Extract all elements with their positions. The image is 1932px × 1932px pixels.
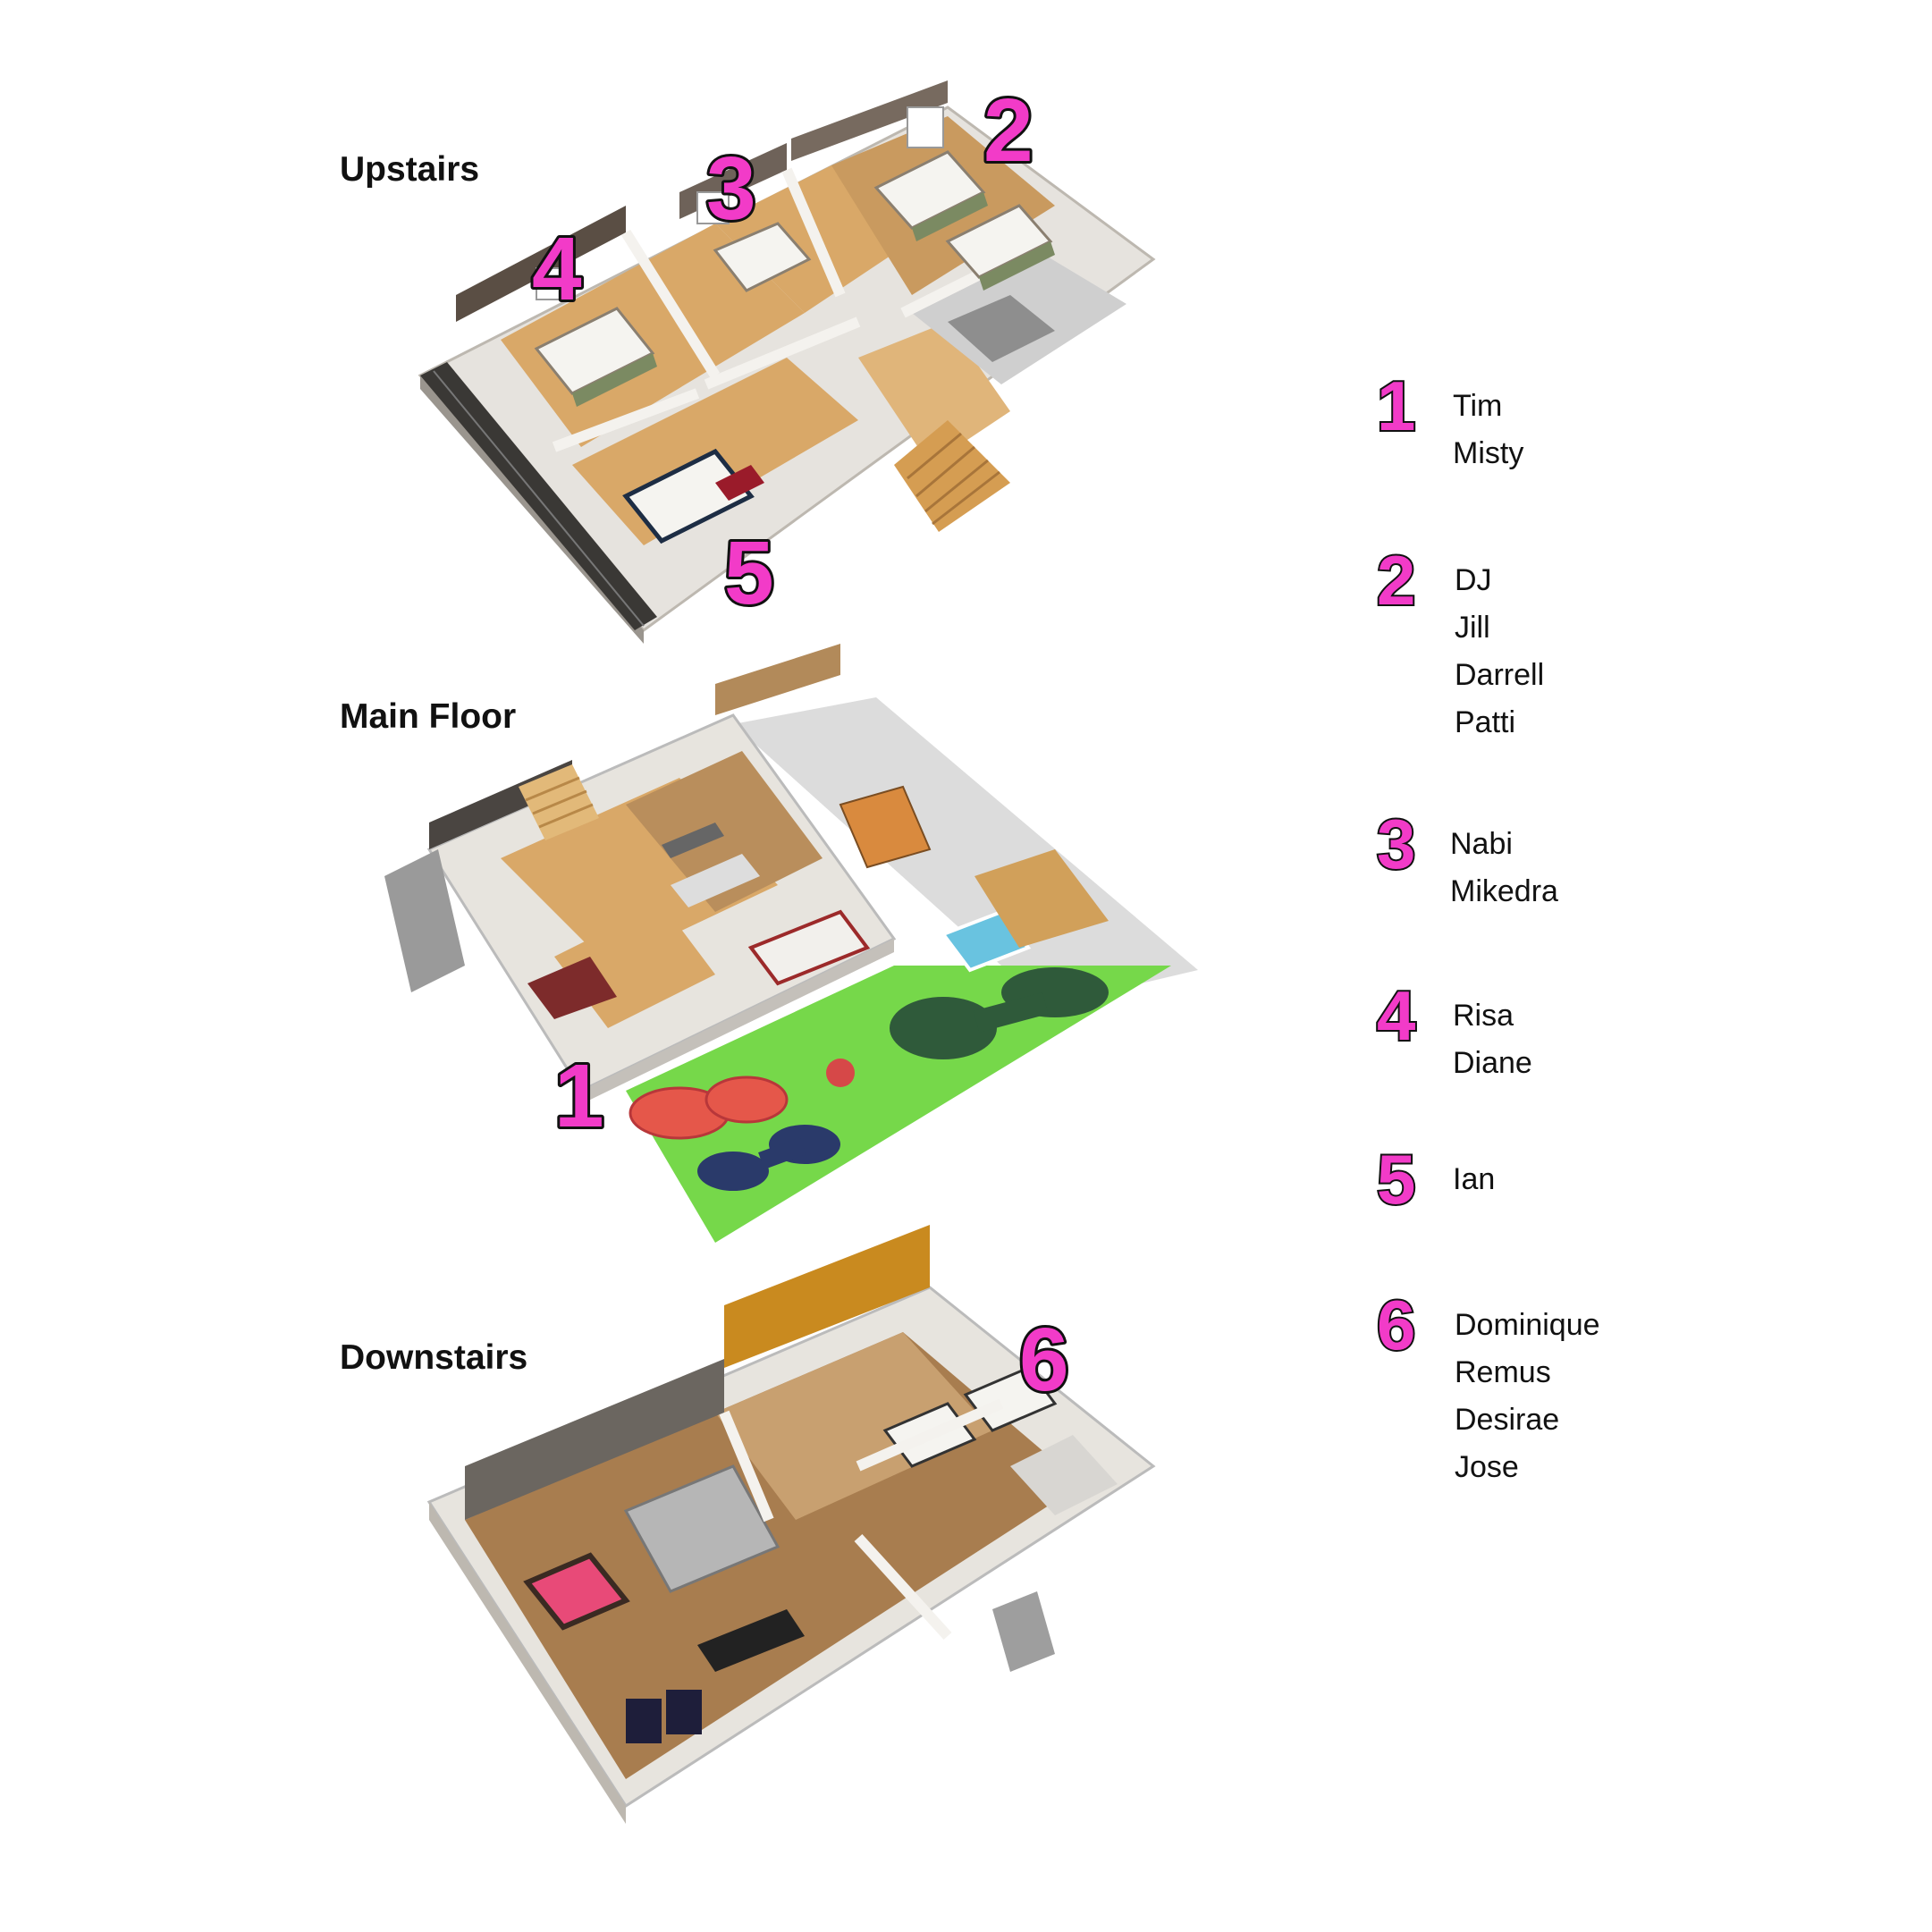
- legend-names-2: DJ Jill Darrell Patti: [1455, 557, 1544, 747]
- legend-name: Ian: [1453, 1162, 1496, 1196]
- legend-name: Desirae: [1455, 1403, 1560, 1437]
- legend-name: Dominique: [1455, 1308, 1600, 1342]
- legend-number-5: 5: [1375, 1140, 1417, 1219]
- legend-names-6: Dominique Remus Desirae Jose: [1455, 1302, 1600, 1491]
- legend-name: Diane: [1453, 1046, 1532, 1080]
- legend-number-1: 1: [1375, 367, 1417, 445]
- room-badge-1: 1: [554, 1046, 604, 1146]
- main-floor-plan: [384, 644, 1198, 1243]
- legend-names-1: Tim Misty: [1453, 383, 1523, 477]
- downstairs-title: Downstairs: [340, 1338, 528, 1377]
- legend-name: Tim: [1453, 389, 1503, 423]
- upstairs-floor-plan: [418, 80, 1156, 644]
- legend-names-4: Risa Diane: [1453, 992, 1532, 1087]
- legend-name: Nabi: [1450, 827, 1513, 861]
- legend-number-6: 6: [1375, 1286, 1417, 1364]
- legend-number-3: 3: [1375, 805, 1417, 883]
- legend-names-5: Ian: [1453, 1156, 1495, 1203]
- legend-name: Mikedra: [1450, 874, 1558, 908]
- upstairs-staircase: [894, 420, 1010, 532]
- legend-name: Remus: [1455, 1355, 1551, 1389]
- legend-name: Risa: [1453, 999, 1514, 1033]
- legend-name: Jill: [1455, 611, 1490, 645]
- main-floor-title: Main Floor: [340, 697, 517, 736]
- legend-name: Jose: [1455, 1450, 1519, 1484]
- legend-names-3: Nabi Mikedra: [1450, 821, 1558, 915]
- room-badge-2: 2: [983, 80, 1033, 181]
- main-floor-staircase: [519, 764, 599, 840]
- upstairs-title: Upstairs: [340, 150, 480, 189]
- downstairs-floor-plan: [426, 1225, 1156, 1824]
- legend-number-4: 4: [1375, 976, 1417, 1055]
- room-badge-3: 3: [706, 139, 756, 239]
- room-badge-5: 5: [724, 523, 774, 623]
- room-badge-6: 6: [1019, 1310, 1069, 1410]
- legend-number-2: 2: [1375, 541, 1417, 620]
- room-badge-4: 4: [532, 219, 582, 319]
- legend-name: Patti: [1455, 705, 1516, 739]
- legend-name: Darrell: [1455, 658, 1545, 692]
- legend-name: Misty: [1453, 436, 1524, 470]
- legend-name: DJ: [1455, 563, 1492, 597]
